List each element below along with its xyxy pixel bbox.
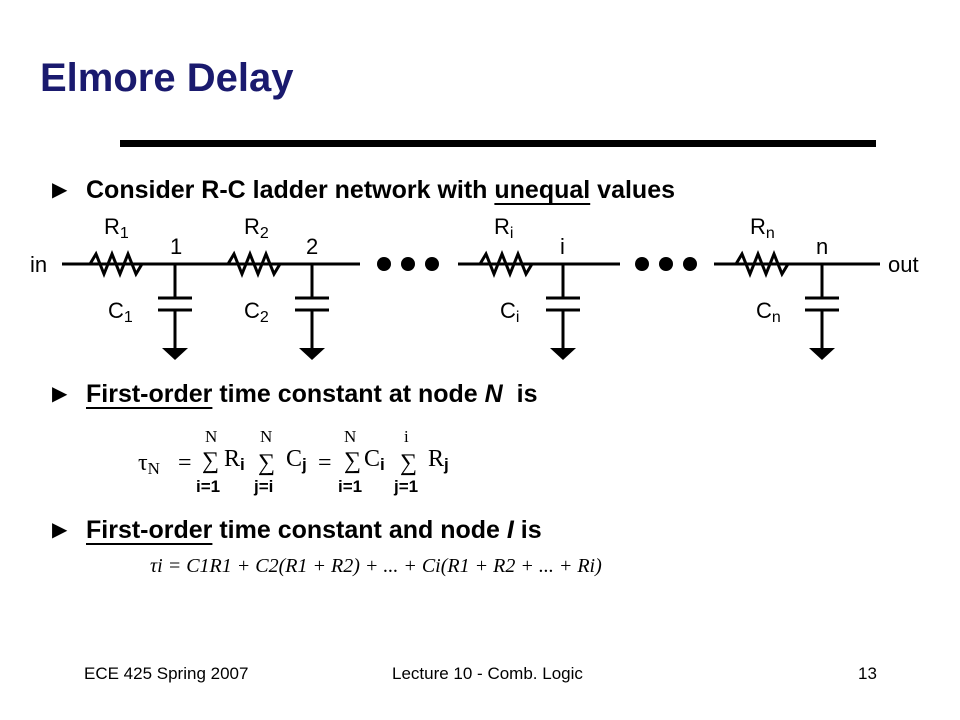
svg-text:∑: ∑	[400, 450, 417, 476]
svg-text:N: N	[205, 427, 217, 446]
svg-text:N: N	[344, 427, 356, 446]
resistor-rn	[734, 249, 790, 279]
ground-icon	[299, 348, 325, 360]
footer-course: ECE 425 Spring 2007	[84, 664, 249, 683]
svg-text:j=i: j=i	[253, 477, 273, 496]
node-label: 1	[170, 234, 182, 259]
capacitor-ci	[546, 264, 580, 348]
capacitor-label: Cn	[756, 298, 781, 326]
ground-icon	[809, 348, 835, 360]
capacitor-cn	[805, 264, 839, 348]
bullet-text-mid: time constant and node	[212, 516, 507, 544]
node-label: 2	[306, 234, 318, 259]
bullet-text-underlined: First-order	[86, 380, 213, 408]
ground-icon	[550, 348, 576, 360]
bullet-arrow-icon: ▶	[52, 179, 68, 201]
svg-text:∑: ∑	[344, 448, 361, 474]
svg-text:Rj: Rj	[428, 446, 449, 474]
bullet-text-post: values	[590, 176, 675, 204]
resistor-ri	[478, 249, 534, 279]
node-label: i	[560, 234, 565, 259]
svg-text:i: i	[404, 427, 409, 446]
resistor-label: Ri	[494, 214, 513, 242]
svg-text:Cj: Cj	[286, 446, 307, 474]
svg-text:∑: ∑	[202, 448, 219, 474]
bullet-arrow-icon: ▶	[52, 383, 68, 405]
svg-text:τN: τN	[138, 450, 160, 478]
capacitor-label: C1	[108, 298, 133, 326]
output-label: out	[888, 252, 919, 277]
svg-text:i=1: i=1	[196, 477, 220, 496]
title-divider	[120, 140, 876, 147]
slide-title: Elmore Delay	[40, 56, 294, 100]
ground-icon	[162, 348, 188, 360]
bullet-text-underlined: First-order	[86, 516, 213, 544]
capacitor-c2	[295, 264, 329, 348]
bullet-text-italic: N	[484, 380, 503, 408]
node-label: n	[816, 234, 828, 259]
bullet-first-order-node-n: ▶ First-order time constant at node N is	[52, 380, 537, 409]
bullet-arrow-icon: ▶	[52, 519, 68, 541]
bullet-text-post: is	[502, 380, 538, 408]
bullet-text-italic: I	[506, 516, 514, 544]
bullet-text-mid: time constant at node	[212, 380, 485, 408]
bullet-first-order-node-i: ▶ First-order time constant and node I is	[52, 516, 542, 545]
resistor-label: R2	[244, 214, 269, 242]
bullet-text-post: is	[513, 516, 542, 544]
svg-text:Ci: Ci	[364, 446, 385, 474]
svg-text:j=1: j=1	[393, 477, 418, 496]
resistor-label: R1	[104, 214, 129, 242]
elmore-sum-equation: τN = N ∑ i=1 Ri N ∑ j=i Cj = N ∑ i=1 Ci …	[138, 427, 449, 496]
elmore-node-i-equation: τi = C1R1 + C2(R1 + R2) + ... + Ci(R1 + …	[150, 555, 602, 577]
svg-text:=: =	[318, 450, 332, 476]
resistor-label: Rn	[750, 214, 775, 242]
capacitor-label: Ci	[500, 298, 519, 326]
resistor-r1	[88, 249, 144, 279]
svg-text:N: N	[260, 427, 272, 446]
svg-text:i=1: i=1	[338, 477, 362, 496]
capacitor-label: C2	[244, 298, 269, 326]
ellipsis-dots-icon	[377, 257, 697, 271]
bullet-consider-ladder: ▶ Consider R-C ladder network with unequa…	[52, 176, 675, 205]
svg-text:=: =	[178, 450, 192, 476]
footer-lecture: Lecture 10 - Comb. Logic	[392, 664, 583, 683]
svg-text:∑: ∑	[258, 450, 275, 476]
bullet-text-pre: Consider R-C ladder network with	[86, 176, 495, 204]
svg-text:Ri: Ri	[224, 446, 245, 474]
input-label: in	[30, 252, 47, 277]
bullet-text-underlined: unequal	[494, 176, 591, 204]
footer-page-number: 13	[858, 664, 877, 683]
capacitor-c1	[158, 264, 192, 348]
resistor-r2	[226, 249, 282, 279]
